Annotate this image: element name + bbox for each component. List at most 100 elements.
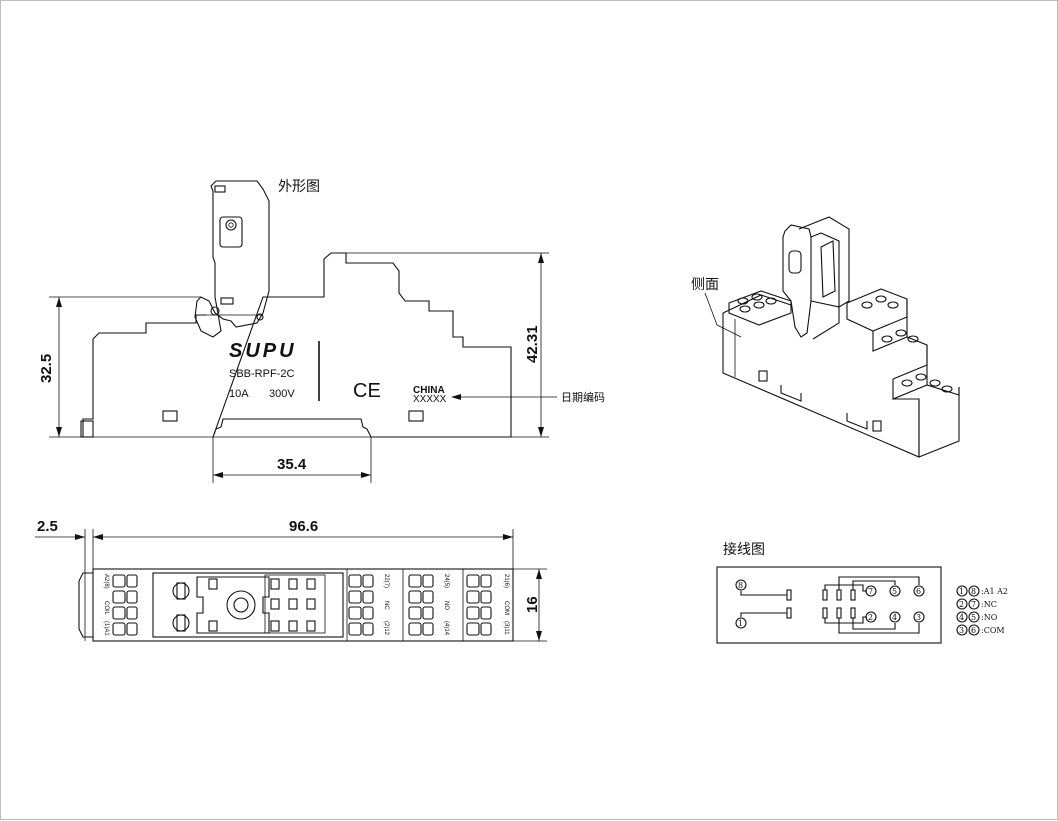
lever-pin	[256, 313, 264, 321]
pin-1-label: 1	[738, 619, 743, 628]
nc-terminal-screw	[362, 622, 374, 636]
iso-screw	[875, 295, 887, 303]
pin-slot	[288, 620, 298, 632]
iso-screw	[907, 335, 919, 343]
wiring-legend: 1 8 :A1 A2 2 7 :NC 4 5 :NO 3 6 :COM	[956, 585, 1008, 636]
screw-top	[172, 582, 190, 600]
nc-terminal-screw	[362, 590, 374, 604]
dim-length: 96.6	[289, 518, 318, 535]
svg-text:1: 1	[959, 587, 964, 596]
coil-terminal-top	[786, 589, 792, 601]
top-end-clip	[78, 572, 93, 638]
wiring-diagram: 接线图 8 1 7 5 6 2 4 3	[716, 541, 1008, 644]
origin-text: CHINA	[413, 385, 445, 396]
slot-right	[408, 410, 424, 422]
coil-label-top: A2(8)	[103, 574, 109, 589]
com-terminal-cell	[466, 622, 480, 636]
nc-terminal-cell	[348, 606, 362, 620]
svg-text:4: 4	[959, 613, 964, 622]
coil-wire-bottom	[740, 612, 787, 617]
socket-body-outline	[82, 252, 512, 438]
side-title: 侧面	[691, 277, 719, 293]
pin-5-circle	[889, 585, 901, 597]
wiring-title: 接线图	[723, 541, 765, 558]
no-terminal-screw	[422, 622, 434, 636]
nc-label-top: 22(7)	[383, 574, 389, 588]
com-terminal-screw	[480, 574, 492, 588]
svg-text:7: 7	[971, 600, 976, 609]
front-view: 外形图 SUPU SBB-RPF-2C 10A 300V CE CHINA XX…	[38, 179, 605, 483]
coil-terminal-cell	[112, 606, 126, 620]
ce-mark: CE	[353, 380, 381, 402]
pin-slot	[208, 578, 218, 590]
no-terminal-screw	[422, 590, 434, 604]
lever-hole-inner	[228, 222, 234, 228]
iso-frame-window	[820, 240, 836, 298]
contact-terminals	[346, 569, 492, 641]
no-terminal-cell	[408, 606, 422, 620]
contact-term-5	[836, 607, 842, 619]
pin-slot	[270, 598, 280, 610]
relay-seat-frame	[196, 576, 270, 634]
iso-step-edges	[906, 299, 928, 385]
nc-terminal-screw	[362, 606, 374, 620]
com-label-top: 21(6)	[503, 574, 509, 588]
iso-left-screws	[737, 293, 777, 313]
dim-depth: 16	[524, 596, 541, 613]
iso-screw	[737, 297, 749, 305]
iso-screw	[941, 385, 953, 393]
slot-left	[162, 410, 178, 422]
wire-3	[838, 618, 920, 634]
pin-slot	[270, 620, 280, 632]
com-terminal-cell	[466, 590, 480, 604]
contact-term-6	[850, 607, 856, 619]
iso-rail-foot-right	[846, 413, 868, 430]
com-terminal-screw	[480, 590, 492, 604]
iso-screw	[751, 293, 763, 301]
no-label-top: 24(5)	[443, 574, 449, 588]
model-number: SBB-RPF-2C	[229, 368, 294, 380]
lever-window	[219, 216, 243, 248]
dim-rail-width: 35.4	[277, 456, 307, 473]
legend-coil: :A1 A2	[981, 587, 1008, 596]
coil-label-bottom: (1)A1	[103, 621, 109, 636]
contact-term-2	[836, 589, 842, 601]
screw-bottom	[172, 614, 190, 632]
pin-8-circle	[735, 579, 747, 591]
iso-screw	[901, 379, 913, 387]
wire-6	[838, 576, 920, 590]
iso-screw	[929, 379, 941, 387]
svg-text:3: 3	[959, 626, 964, 635]
pin-2-circle	[865, 611, 877, 623]
pin-3-circle	[913, 611, 925, 623]
no-label-mid: NO	[443, 601, 449, 610]
pin-8-label: 8	[738, 581, 743, 590]
iso-slot-right	[872, 420, 882, 432]
lever-tab	[214, 185, 226, 193]
iso-body-right	[918, 387, 960, 458]
iso-lever-window	[788, 250, 802, 274]
coil-terminal-screw	[126, 574, 138, 588]
pin-slot	[306, 598, 316, 610]
wiring-frame	[716, 566, 942, 644]
screw-bottom-slot	[176, 614, 186, 632]
dim-height-left: 32.5	[38, 354, 55, 383]
coil-terminals	[112, 574, 138, 636]
coil-terminal-cell	[112, 622, 126, 636]
isometric-view: 侧面	[691, 216, 960, 458]
nc-label-bottom: (2)12	[383, 621, 389, 636]
pin-slot	[270, 578, 280, 590]
iso-right-screws	[861, 295, 953, 393]
no-terminal-screw	[422, 574, 434, 588]
contact-term-4	[822, 607, 828, 619]
coil-terminal-cell	[112, 590, 126, 604]
iso-step-1	[846, 288, 908, 332]
iso-screw	[881, 335, 893, 343]
iso-screw	[739, 305, 751, 313]
rating-current: 10A	[229, 388, 249, 400]
side-leader	[704, 292, 742, 338]
lever-hole	[225, 219, 237, 231]
iso-screw	[861, 301, 873, 309]
